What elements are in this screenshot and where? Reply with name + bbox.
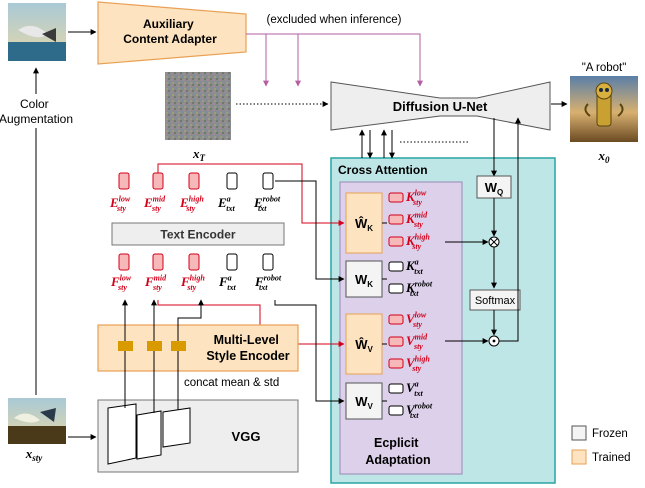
v-sty-token-high (388, 358, 404, 369)
encoder-to-features-arrows (122, 299, 204, 341)
v-sty-token-low (388, 314, 404, 325)
svg-text:Trained: Trained (592, 452, 631, 464)
vgg-box: VGG (97, 399, 299, 473)
x-T-label: xT (192, 146, 206, 163)
v-sty-token-mid (388, 336, 404, 347)
prompt-label: "A robot" (582, 62, 627, 74)
wq-box: WQ (476, 175, 512, 199)
multi-level-style-encoder: Multi-Level Style Encoder (97, 324, 299, 372)
diffusion-unet: Diffusion U-Net (330, 81, 551, 131)
f-token-mid (152, 253, 164, 271)
svg-text:Frozen: Frozen (592, 428, 628, 440)
text-to-frozen-lines (274, 180, 345, 404)
e-token-robot (262, 172, 274, 190)
legend-trained: Trained (571, 449, 631, 465)
svg-text:Softmax: Softmax (475, 295, 516, 307)
wk-hat-box: ŴK (345, 192, 383, 254)
cross-attention-title: Cross Attention (338, 163, 428, 177)
svg-text:WK: WK (355, 272, 373, 289)
k-txt-token-robot (388, 283, 404, 294)
augmented-style-image (8, 3, 66, 61)
auxiliary-content-adapter: Auxiliary Content Adapter (97, 1, 247, 65)
v-txt-token-a (388, 383, 404, 394)
projection-arrows (382, 222, 387, 402)
excluded-note: (excluded when inference) (267, 14, 402, 26)
k-txt-token-a (388, 261, 404, 272)
svg-text:VGG: VGG (232, 429, 261, 444)
text-encoder-box: Text Encoder (111, 222, 285, 246)
output-image (570, 76, 638, 142)
softmax-box: Softmax (469, 289, 521, 311)
e-token-mid (152, 172, 164, 190)
f-token-low (118, 253, 130, 271)
vgg-to-encoder-lines (124, 351, 179, 413)
style-image (8, 398, 66, 444)
f-token-a (226, 253, 238, 271)
dot-operator (488, 335, 500, 347)
k-sty-token-low (388, 192, 404, 203)
v-txt-token-robot (388, 405, 404, 416)
f-token-robot (262, 253, 274, 271)
f-token-high (188, 253, 200, 271)
svg-text:Multi-Level Style Encode: Multi-Level Style Encoder (206, 333, 289, 363)
matmul-operator (488, 236, 500, 248)
k-sty-token-high (388, 236, 404, 247)
svg-text:Text Encoder: Text Encoder (160, 228, 235, 242)
x-sty-label: xsty (25, 446, 44, 463)
e-token-a (226, 172, 238, 190)
k-sty-token-mid (388, 214, 404, 225)
adapter-to-unet-arrows (246, 33, 423, 87)
unet-cross-attention-arrows (359, 117, 521, 177)
e-token-high (188, 172, 200, 190)
legend-frozen: Frozen (571, 425, 628, 441)
wv-box: WV (345, 382, 383, 420)
svg-text:WQ: WQ (485, 180, 504, 197)
color-augmentation-label: Color Augmentation (0, 97, 73, 126)
svg-text:Auxiliary Content Adapte: Auxiliary Content Adapter (123, 17, 217, 46)
svg-text:ŴV: ŴV (355, 337, 373, 354)
svg-text:Diffusion U-Net: Diffusion U-Net (393, 99, 488, 114)
e-token-low (118, 172, 130, 190)
svg-text:ŴK: ŴK (355, 216, 373, 233)
noise-image (165, 72, 231, 140)
x-0-label: x0 (598, 148, 611, 165)
svg-text:WV: WV (355, 394, 373, 411)
wv-hat-box: ŴV (345, 313, 383, 375)
concat-label: concat mean & std (184, 377, 279, 389)
wk-box: WK (345, 260, 383, 298)
output-to-unet-line (499, 176, 519, 342)
explicit-adaptation-label: Ecplicit Adaptation (365, 436, 430, 467)
